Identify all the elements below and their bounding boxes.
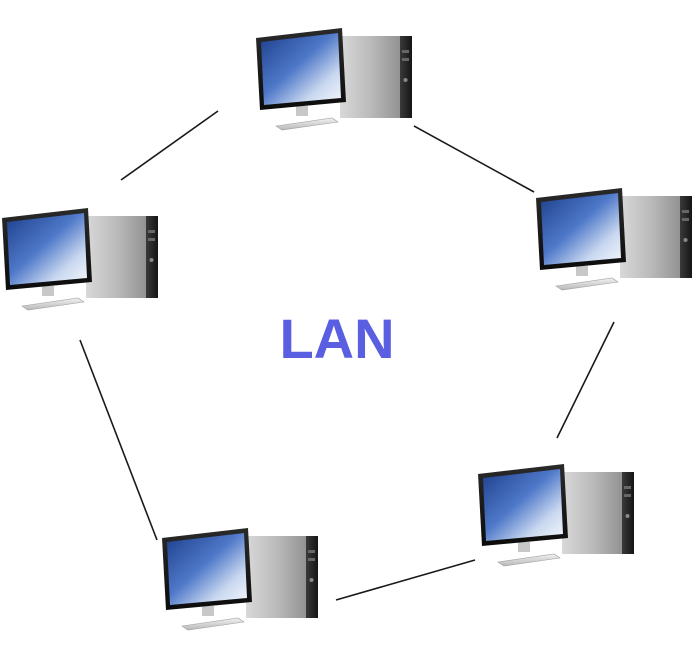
screen — [483, 469, 563, 541]
tower-case — [620, 196, 692, 278]
desktop-computer-icon — [2, 208, 158, 311]
desktop-computer-icon — [162, 528, 318, 631]
link-pc-bottom-left-to-pc-left — [79, 339, 158, 541]
desktop-computer-icon — [536, 188, 692, 291]
desktop-computer-icon — [478, 464, 634, 567]
lan-label: LAN — [279, 307, 394, 370]
monitor-stand — [555, 266, 619, 291]
monitor-stand — [275, 106, 339, 131]
link-pc-bottom-right-to-pc-bottom-left — [335, 559, 476, 601]
monitor-stand — [181, 606, 245, 631]
network-nodes — [2, 28, 692, 631]
monitor — [256, 28, 346, 110]
tower-case — [562, 472, 634, 554]
monitor-stand — [497, 542, 561, 567]
monitor — [162, 528, 252, 610]
link-pc-left-to-pc-top — [120, 110, 219, 181]
network-links — [79, 110, 615, 601]
screen — [167, 533, 247, 605]
screen — [7, 213, 87, 285]
link-pc-top-to-pc-right — [413, 125, 535, 193]
screen — [261, 33, 341, 105]
link-pc-right-to-pc-bottom-right — [556, 321, 615, 439]
monitor — [478, 464, 568, 546]
desktop-computer-icon — [256, 28, 412, 131]
tower-case — [246, 536, 318, 618]
tower-case — [340, 36, 412, 118]
screen — [541, 193, 621, 265]
tower-case — [86, 216, 158, 298]
monitor — [536, 188, 626, 270]
monitor — [2, 208, 92, 290]
monitor-stand — [21, 286, 85, 311]
